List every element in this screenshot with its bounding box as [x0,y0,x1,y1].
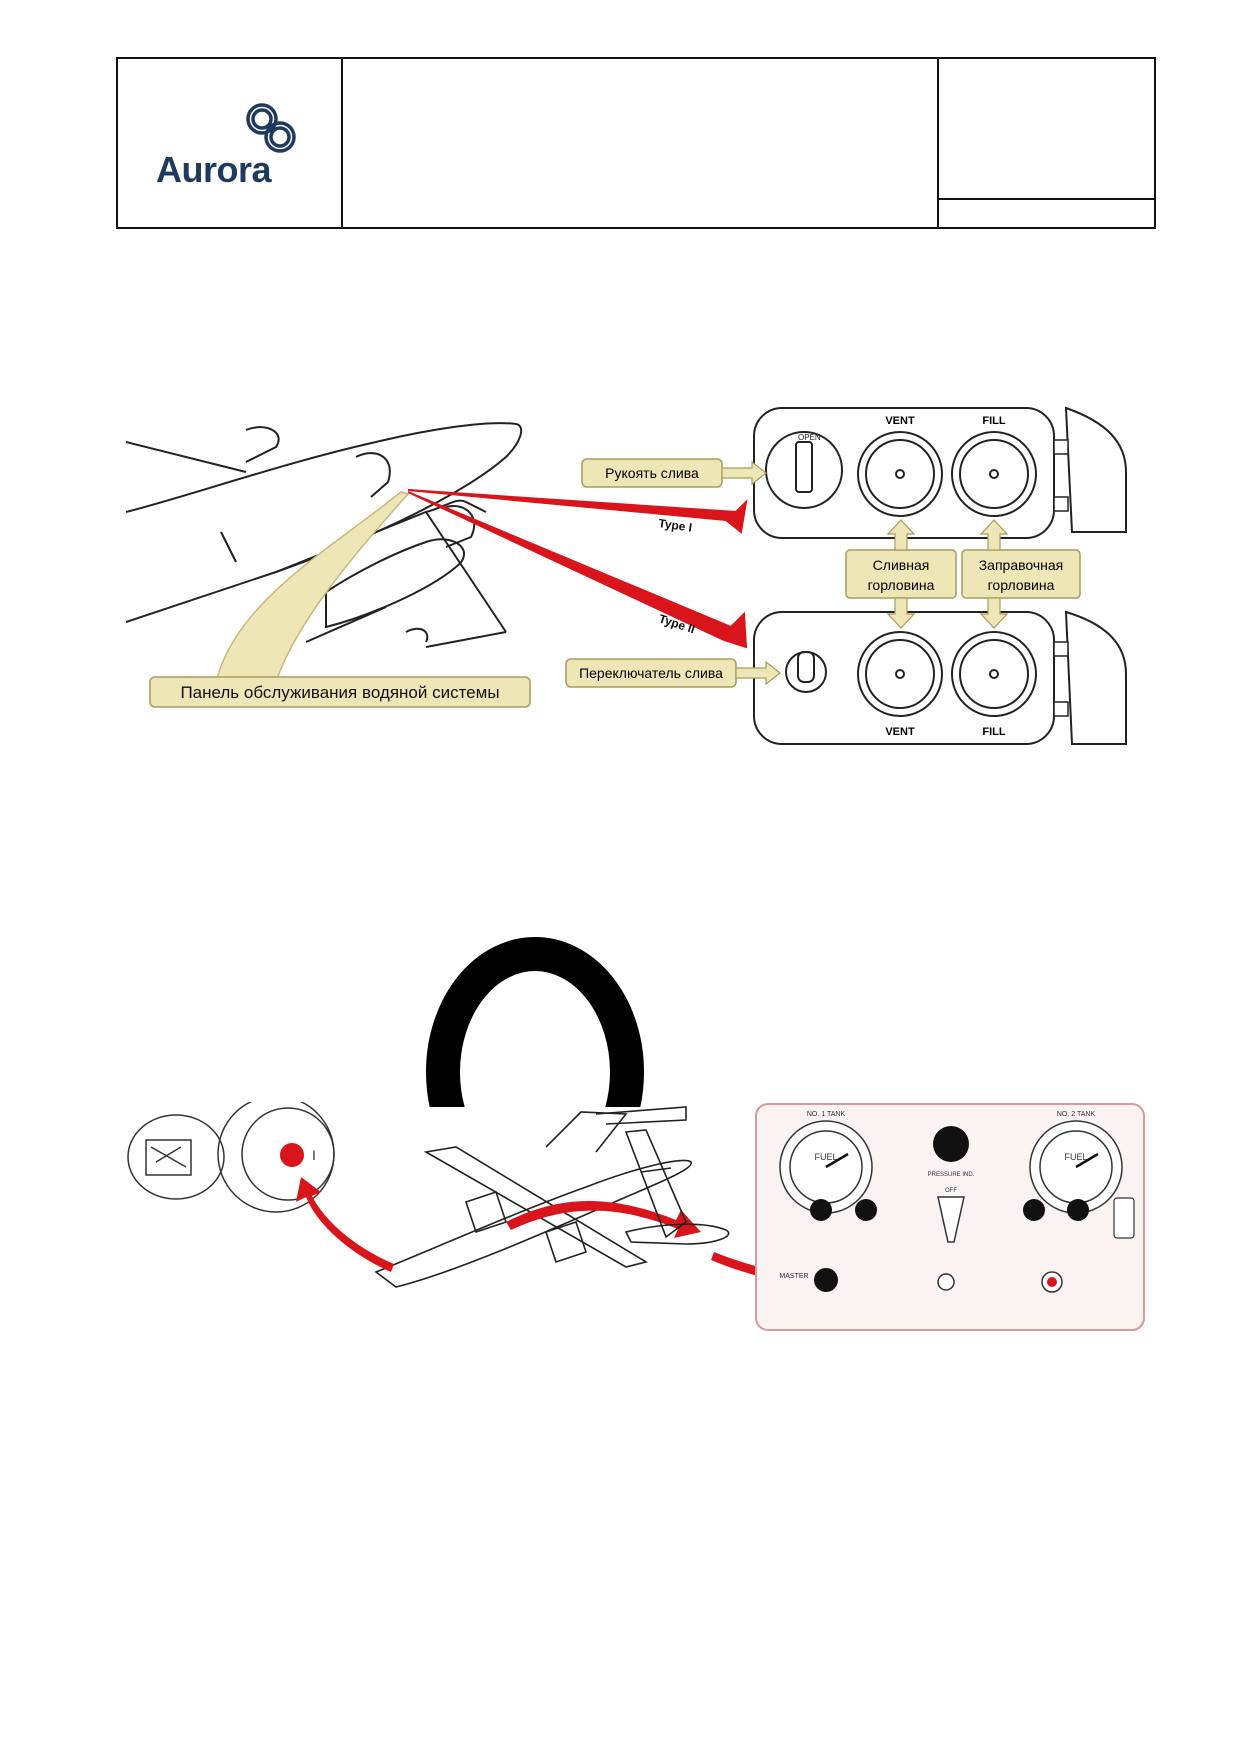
aurora-logo-icon [246,103,296,153]
logo-wordmark: Aurora [156,149,272,190]
no2-fuel-gauge-label: FUEL [1064,1152,1087,1162]
drain-port-callout-line1: Сливная [873,557,930,573]
lower-vent-port-icon [857,631,943,717]
lower-service-panel: VENT FILL [753,610,1127,745]
service-panel-callout-text: Панель обслуживания водяной системы [180,683,499,702]
fuel-control-panel: NO. 1 TANK NO. 2 TANK FUEL FUEL PRESSURE… [755,1103,1145,1331]
selector-off-label: OFF [945,1188,957,1194]
code-cell-divider [939,198,1154,200]
water-service-panel-figure: Type I Type II Панель обслуживания водян… [126,406,1127,745]
lower-fill-label: FILL [982,726,1005,738]
drain-handle-icon: OPEN [765,431,843,509]
document-code-cell [939,59,1154,227]
master-switch-icon [814,1268,838,1292]
drain-switch-callout-text: Переключатель слива [579,665,723,681]
no1-fuel-gauge-label: FUEL [814,1152,837,1162]
upper-vent-label: VENT [885,415,915,427]
lower-vent-label: VENT [885,726,915,738]
refuel-switch-guard [1113,1197,1135,1239]
selector-knob-icon [937,1196,965,1243]
drain-port-down-arrow [886,597,916,629]
drain-handle-callout-text: Рукоять слива [605,465,699,481]
test-switch-icon [937,1273,955,1291]
type2-pointer-arrow [407,491,748,649]
fill-port-up-arrow [979,519,1009,551]
fuel-cap-detail [127,1102,335,1213]
document-title-cell [343,59,939,227]
left-valve-light-1 [810,1199,832,1221]
fill-port-down-arrow [979,597,1009,629]
no2-tank-label: NO. 2 TANK [1057,1111,1096,1118]
right-valve-light-1 [1023,1199,1045,1221]
ring-stamp-mark [426,937,644,1107]
pressure-indicator-icon [933,1126,969,1162]
upper-fill-label: FILL [982,415,1005,427]
pressure-indicator-label: PRESSURE IND. [928,1172,975,1178]
drain-port-callout-line2: горловина [868,577,935,593]
right-valve-light-2 [1067,1199,1089,1221]
tail-arrow [506,1201,701,1238]
tail-sketch [624,1129,730,1245]
left-valve-light-2 [855,1199,877,1221]
fill-port-callout-line1: Заправочная [979,557,1064,573]
lower-fill-port-icon [951,631,1037,717]
service-panel-pointer [215,491,410,683]
aircraft-3d-sketch [374,1106,692,1288]
aircraft-sketch [126,422,523,648]
drain-handle-pointer [721,460,767,486]
drain-switch-icon [785,651,827,693]
fuel-service-panel-figure: I NO. 1 TANK NO. 2 TANK FUEL FUEL PRESSU… [127,1102,1145,1331]
fill-port-callout-line2: горловина [988,577,1055,593]
fill-port-callout [961,549,1081,599]
drain-port-up-arrow [886,519,916,551]
type1-pointer-arrow [407,489,748,534]
upper-fill-port-icon [951,431,1037,517]
no1-tank-label: NO. 1 TANK [807,1111,846,1118]
service-panel-callout [149,676,531,708]
fuel-cap-marker-icon: I [312,1147,316,1163]
ground-check-red-dot [1047,1277,1057,1287]
upper-vent-port-icon [857,431,943,517]
type1-label: Type I [658,516,693,535]
master-label: MASTER [779,1273,808,1280]
upper-service-panel: VENT FILL OPEN [753,406,1127,539]
cap-arrow [296,1177,394,1272]
logo-cell: Aurora [118,59,343,227]
fuel-cap-red-dot [280,1143,304,1167]
drain-handle-open-label: OPEN [798,433,821,442]
document-header: Aurora [116,57,1156,229]
drain-switch-pointer [735,660,781,686]
